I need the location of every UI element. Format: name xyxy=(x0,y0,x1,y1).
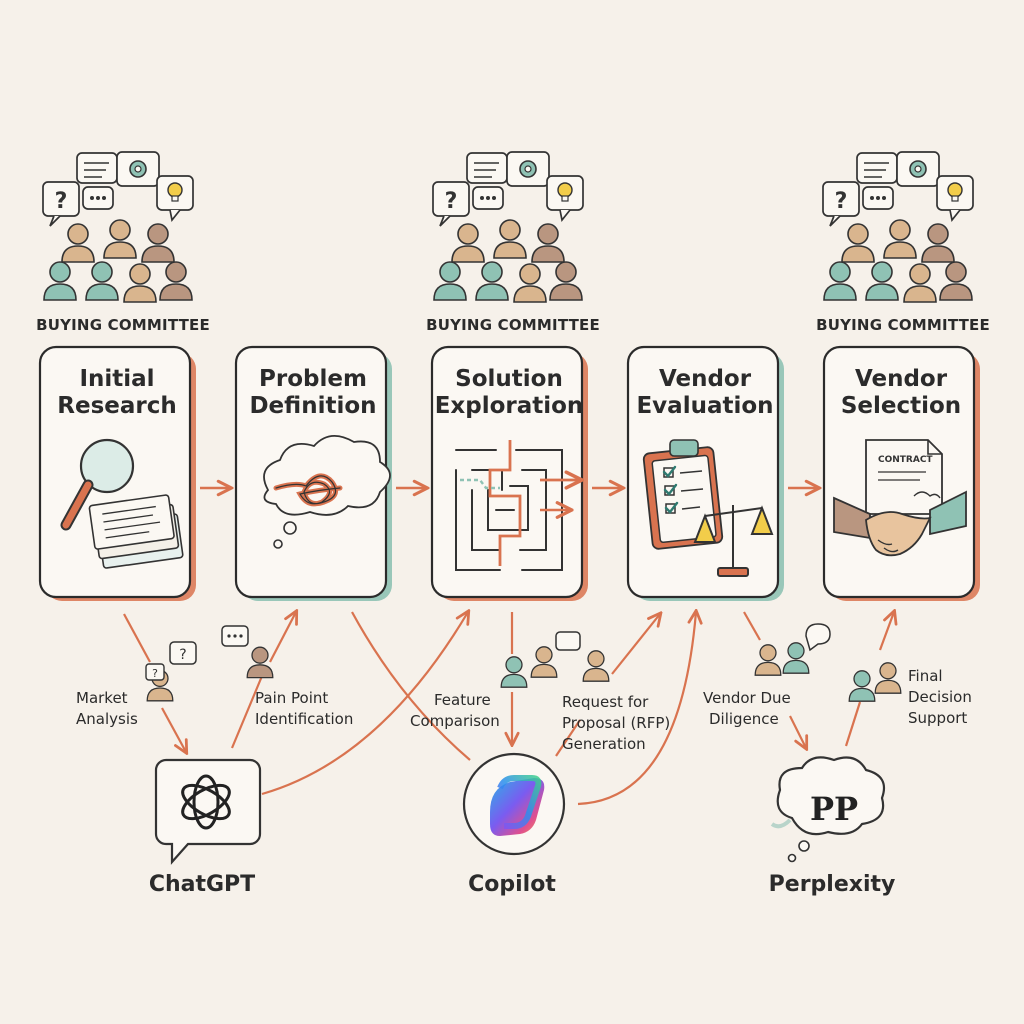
stage-title-line2: Exploration xyxy=(434,393,584,419)
connector-people-due-diligence xyxy=(754,623,831,676)
stage-title-problem-definition: Problem Definition xyxy=(249,366,376,420)
committee-label-3: BUYING COMMITTEE xyxy=(816,316,990,334)
magnifier-documents-icon xyxy=(60,438,184,569)
tool-label-chatgpt: ChatGPT xyxy=(148,872,256,897)
connector-label-rfp: Request for Proposal (RFP) Generation xyxy=(562,692,670,755)
stage-title-line1: Vendor xyxy=(658,366,752,392)
copilot-logo-icon xyxy=(462,752,566,856)
label-line: Proposal (RFP) xyxy=(562,714,671,732)
label-line: Vendor Due xyxy=(703,689,791,707)
stage-title-vendor-evaluation: Vendor Evaluation xyxy=(636,366,773,420)
stage-title-line2: Evaluation xyxy=(636,393,774,419)
label-line: Diligence xyxy=(709,710,779,728)
stage-title-solution-exploration: Solution Exploration xyxy=(435,366,584,420)
connector-label-final-decision: Final Decision Support xyxy=(908,666,972,729)
connector-person-rfp xyxy=(582,650,610,682)
stage-title-line2: Research xyxy=(57,393,177,419)
committee-2 xyxy=(433,152,583,302)
label-line: Decision xyxy=(908,688,972,706)
committee-3 xyxy=(823,152,973,302)
connector-label-feature-comparison: Feature Comparison xyxy=(410,690,500,732)
contract-heading: CONTRACT xyxy=(878,455,933,465)
stage-box-solution-exploration xyxy=(430,345,588,601)
committee-1 xyxy=(43,152,193,302)
label-line: Identification xyxy=(255,710,354,728)
stage-title-initial-research: Initial Research xyxy=(57,366,176,420)
perplexity-logo-icon: PP xyxy=(770,756,886,863)
stage-title-line1: Initial xyxy=(79,366,155,392)
label-line: Comparison xyxy=(410,712,500,730)
stage-title-line2: Selection xyxy=(840,393,962,419)
label-line: Market xyxy=(76,689,128,707)
tool-label-perplexity: Perplexity xyxy=(768,872,896,897)
connector-people-final-decision xyxy=(848,662,902,702)
label-line: Feature xyxy=(434,691,491,709)
connector-label-vendor-due-diligence: Vendor Due Diligence xyxy=(703,688,791,730)
stage-title-line1: Vendor xyxy=(854,366,948,392)
contract-handshake-icon: CONTRACT xyxy=(833,439,967,557)
label-line: Final xyxy=(908,667,943,685)
label-line: Generation xyxy=(562,735,646,753)
label-line: Request for xyxy=(562,693,649,711)
stage-title-line1: Problem xyxy=(259,366,367,392)
clipboard-scale-icon xyxy=(642,439,774,577)
committee-label-1: BUYING COMMITTEE xyxy=(36,316,210,334)
maze-icon xyxy=(455,440,580,571)
connector-label-pain-point: Pain Point Identification xyxy=(255,688,353,730)
tool-label-copilot: Copilot xyxy=(468,872,556,897)
svg-text:?: ? xyxy=(179,647,186,663)
svg-text:?: ? xyxy=(152,667,158,680)
connector-person-pain-point xyxy=(221,625,274,679)
stage-title-vendor-selection: Vendor Selection xyxy=(841,366,961,420)
connector-label-market-analysis: Market Analysis xyxy=(76,688,138,730)
stage-title-line1: Solution xyxy=(455,366,563,392)
tangled-knot-cloud-icon xyxy=(263,435,391,549)
connector-people-feature-comparison xyxy=(500,631,581,688)
chatgpt-logo-icon xyxy=(154,758,262,865)
connector-arrows xyxy=(123,612,894,806)
committee-label-2: BUYING COMMITTEE xyxy=(426,316,600,334)
stage-title-line2: Definition xyxy=(249,393,377,419)
label-line: Support xyxy=(908,709,968,727)
label-line: Pain Point xyxy=(255,689,329,707)
connector-person-market-analysis: ? ? xyxy=(145,641,197,702)
svg-text:PP: PP xyxy=(810,790,858,828)
label-line: Analysis xyxy=(76,710,138,728)
